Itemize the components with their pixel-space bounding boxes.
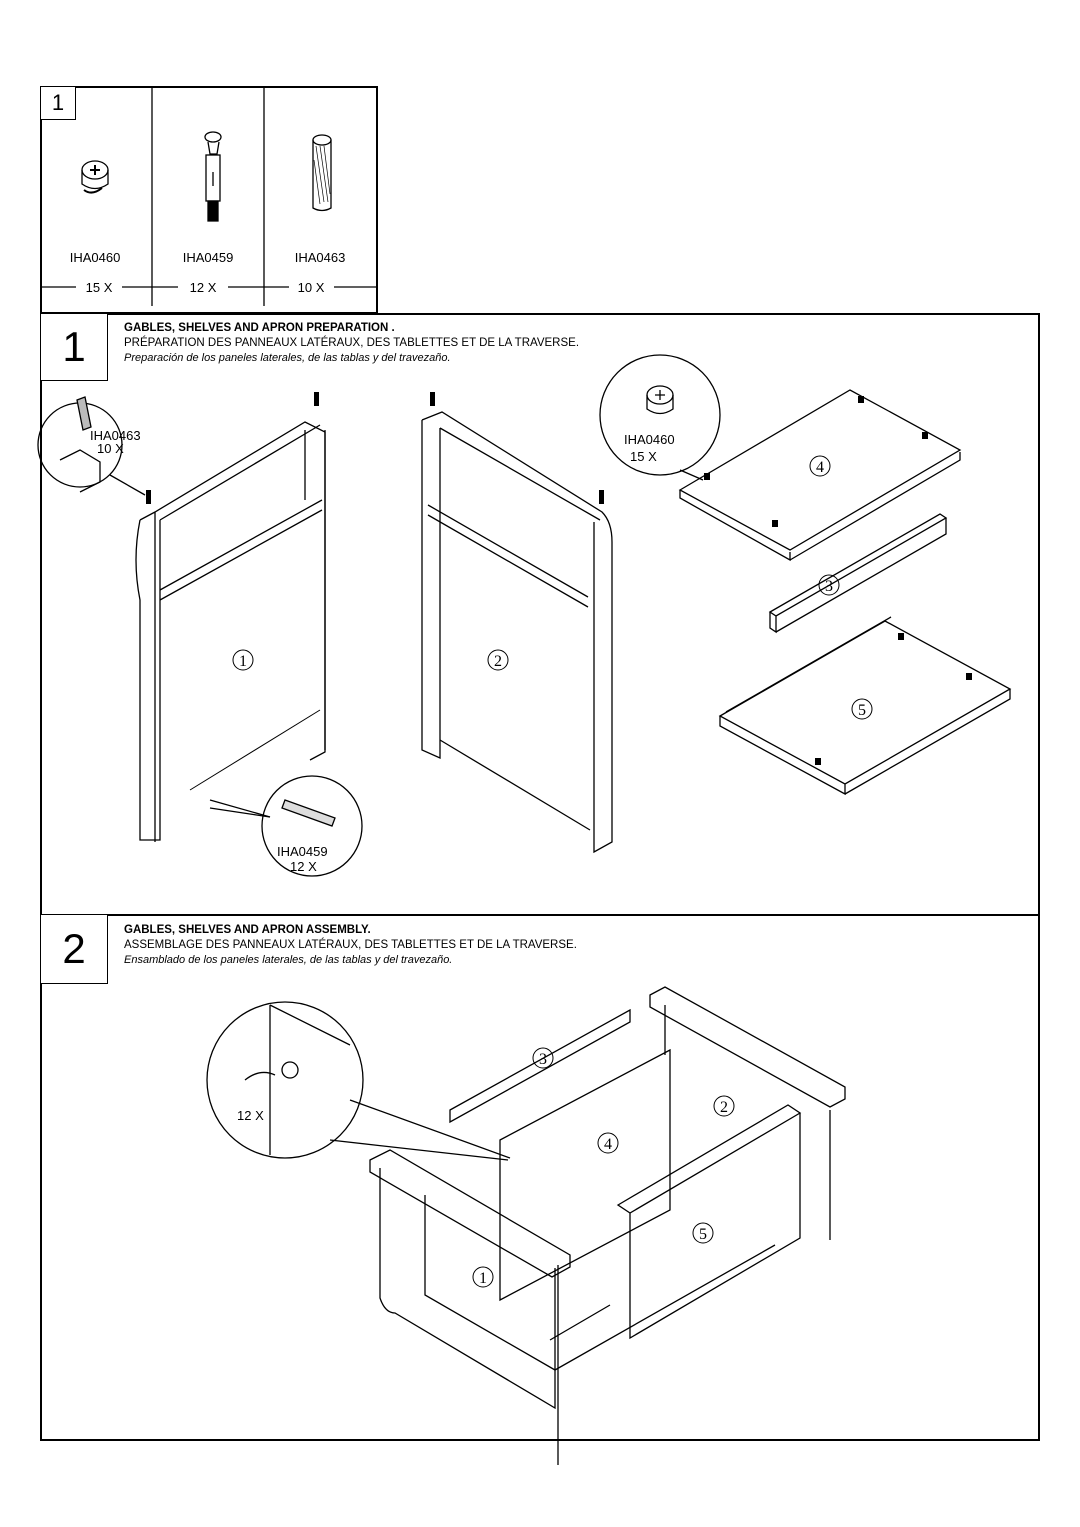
gable-1-drawing (135, 421, 326, 842)
step-1-number: 1 (40, 313, 108, 381)
cam-lock-callout (599, 354, 721, 481)
step-1-title-es: Preparación de los paneles laterales, de… (124, 352, 451, 364)
shelf-5-drawing (718, 616, 1012, 796)
label-1: 1 (239, 653, 247, 670)
label-2: 2 (720, 1099, 728, 1116)
cam-callout-code: IHA0460 (624, 432, 675, 447)
label-4: 4 (816, 459, 824, 476)
assembly-callout (206, 1001, 511, 1161)
dowel-callout-qty: 10 X (97, 441, 124, 456)
part-qty-3: 10 X (298, 280, 325, 295)
cam-lock-icon (81, 160, 109, 194)
bolt-callout-code: IHA0459 (277, 844, 328, 859)
step-1-number-text: 1 (62, 323, 86, 370)
step-2-title-es: Ensamblado de los paneles laterales, de … (124, 954, 453, 966)
part-code-2: IHA0459 (183, 250, 234, 265)
bolt-callout-qty: 12 X (290, 859, 317, 874)
step-1-panel-labels: 1 2 3 4 5 (232, 455, 873, 720)
step-1-title-en: GABLES, SHELVES AND APRON PREPARATION . (124, 322, 395, 334)
step-2-box (40, 914, 1040, 1441)
step-2-title-fr: ASSEMBLAGE DES PANNEAUX LATÉRAUX, DES TA… (124, 939, 577, 951)
step-2-number-text: 2 (62, 925, 86, 972)
part-code-1: IHA0460 (70, 250, 121, 265)
part-qty-1: 15 X (86, 280, 113, 295)
label-1: 1 (479, 1270, 487, 1287)
step-2-title-en: GABLES, SHELVES AND APRON ASSEMBLY. (124, 924, 371, 936)
part-qty-2: 12 X (190, 280, 217, 295)
parts-number-text: 1 (51, 90, 65, 115)
step-1-header: GABLES, SHELVES AND APRON PREPARATION . … (124, 321, 579, 366)
step-2-number: 2 (40, 914, 108, 984)
dowel-callout (37, 396, 146, 496)
part-code-3: IHA0463 (295, 250, 346, 265)
step-2-panel-labels: 1 2 3 4 5 (472, 1047, 735, 1288)
label-5: 5 (699, 1226, 707, 1243)
label-4: 4 (604, 1136, 612, 1153)
cam-bolt-callout (209, 775, 363, 877)
shelf-4-drawing (678, 389, 962, 562)
gable-2-drawing (421, 411, 613, 854)
label-5: 5 (858, 702, 866, 719)
parts-number: 1 (40, 86, 76, 120)
assembly-callout-qty: 12 X (237, 1108, 264, 1123)
assembly-drawing (369, 986, 846, 1465)
cam-bolt-icon (204, 131, 222, 222)
cam-callout-qty: 15 X (630, 449, 657, 464)
step-1-title-fr: PRÉPARATION DES PANNEAUX LATÉRAUX, DES T… (124, 337, 580, 349)
label-3: 3 (539, 1051, 547, 1068)
apron-3-drawing (768, 513, 948, 634)
label-3: 3 (825, 578, 833, 595)
dowel-callout-code: IHA0463 (90, 428, 141, 443)
wood-dowel-icon (312, 134, 332, 212)
parts-dividers (40, 88, 378, 306)
label-2: 2 (494, 653, 502, 670)
hardware-marks (146, 392, 972, 765)
step-2-header: GABLES, SHELVES AND APRON ASSEMBLY. ASSE… (124, 923, 577, 968)
